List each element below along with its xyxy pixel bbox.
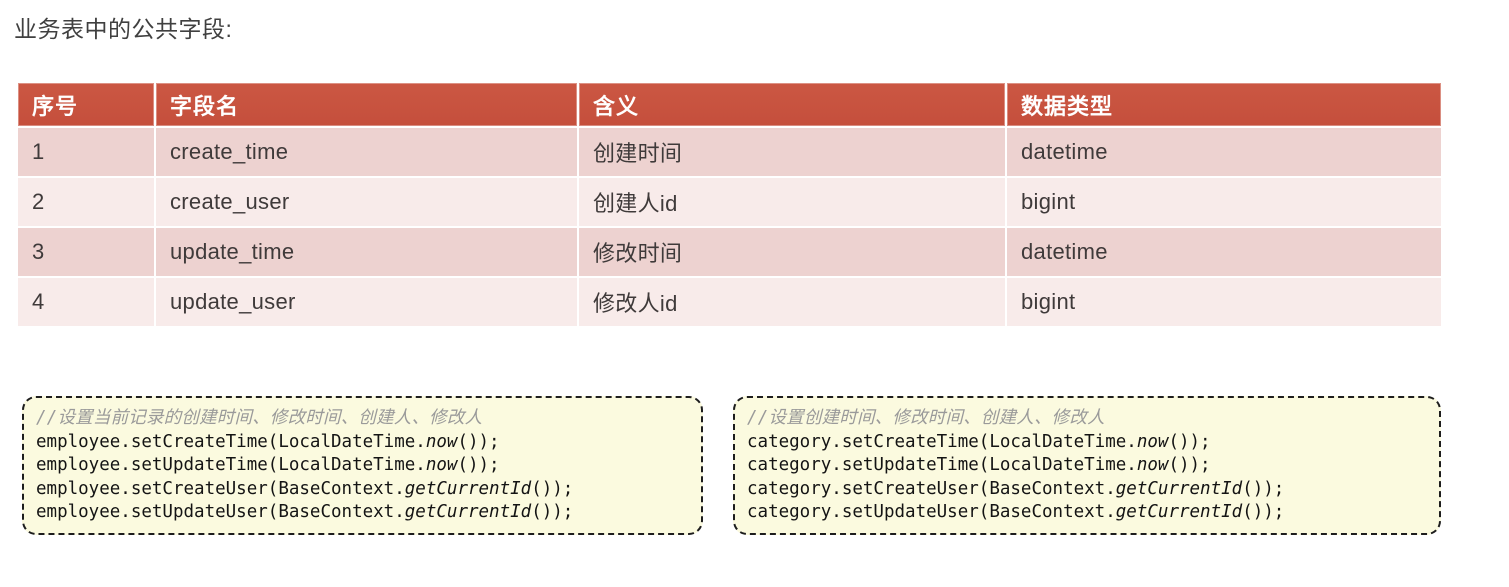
cell-field: update_time bbox=[156, 228, 577, 276]
code-text: ()); bbox=[1168, 431, 1211, 452]
column-header-field: 字段名 bbox=[156, 83, 577, 126]
cell-datatype: bigint bbox=[1007, 278, 1441, 326]
code-method-name: now bbox=[425, 431, 458, 452]
code-method-name: now bbox=[425, 455, 458, 475]
cell-seq: 3 bbox=[18, 228, 154, 276]
code-comment-line: //设置当前记录的创建时间、修改时间、创建人、修改人 bbox=[36, 408, 483, 428]
code-text: category.setUpdateTime(LocalDateTime. bbox=[747, 455, 1137, 475]
code-method-name: getCurrentId bbox=[1115, 478, 1243, 499]
cell-seq: 2 bbox=[18, 178, 154, 226]
code-comment-line: //设置创建时间、修改时间、创建人、修改人 bbox=[747, 408, 1105, 428]
code-text: ()); bbox=[457, 431, 500, 452]
code-line: category.setCreateUser(BaseContext.getCu… bbox=[747, 478, 1439, 502]
code-method-name: getCurrentId bbox=[404, 502, 532, 522]
code-text: ()); bbox=[531, 478, 574, 499]
code-text: employee.setCreateTime(LocalDateTime. bbox=[36, 431, 426, 452]
code-text: category.setCreateTime(LocalDateTime. bbox=[747, 431, 1137, 452]
code-line: employee.setCreateUser(BaseContext.getCu… bbox=[36, 478, 701, 502]
code-text: employee.setCreateUser(BaseContext. bbox=[36, 478, 405, 499]
code-line: category.setUpdateTime(LocalDateTime.now… bbox=[747, 454, 1439, 478]
cell-field: create_user bbox=[156, 178, 577, 226]
column-header-meaning: 含义 bbox=[579, 83, 1005, 126]
code-text: employee.setUpdateUser(BaseContext. bbox=[36, 502, 405, 522]
code-snippet-category: //设置创建时间、修改时间、创建人、修改人 category.setCreate… bbox=[733, 396, 1441, 535]
code-line: category.setCreateTime(LocalDateTime.now… bbox=[747, 431, 1439, 455]
cell-datatype: datetime bbox=[1007, 228, 1441, 276]
table-header-row: 序号 字段名 含义 数据类型 bbox=[18, 83, 1441, 126]
table-header: 序号 字段名 含义 数据类型 bbox=[18, 83, 1441, 126]
code-line: employee.setUpdateTime(LocalDateTime.now… bbox=[36, 454, 701, 478]
code-method-name: getCurrentId bbox=[404, 478, 532, 499]
code-snippet-employee: //设置当前记录的创建时间、修改时间、创建人、修改人 employee.setC… bbox=[22, 396, 703, 535]
table-body: 1 create_time 创建时间 datetime 2 create_use… bbox=[18, 128, 1441, 326]
cell-datatype: bigint bbox=[1007, 178, 1441, 226]
code-text: category.setCreateUser(BaseContext. bbox=[747, 478, 1116, 499]
code-method-name: now bbox=[1136, 431, 1169, 452]
cell-meaning: 创建时间 bbox=[579, 128, 1005, 176]
column-header-seq: 序号 bbox=[18, 83, 154, 126]
table-row: 2 create_user 创建人id bigint bbox=[18, 178, 1441, 226]
cell-field: create_time bbox=[156, 128, 577, 176]
code-method-name: now bbox=[1136, 455, 1169, 475]
code-text: category.setUpdateUser(BaseContext. bbox=[747, 502, 1116, 522]
code-text: ()); bbox=[1242, 478, 1285, 499]
cell-field: update_user bbox=[156, 278, 577, 326]
code-text: ()); bbox=[457, 455, 500, 475]
cell-datatype: datetime bbox=[1007, 128, 1441, 176]
code-text: ()); bbox=[1242, 502, 1285, 522]
cell-seq: 4 bbox=[18, 278, 154, 326]
code-method-name: getCurrentId bbox=[1115, 502, 1243, 522]
code-text: ()); bbox=[1168, 455, 1211, 475]
code-line: category.setUpdateUser(BaseContext.getCu… bbox=[747, 501, 1439, 525]
code-text: employee.setUpdateTime(LocalDateTime. bbox=[36, 455, 426, 475]
code-text: ()); bbox=[531, 502, 574, 522]
code-line: employee.setUpdateUser(BaseContext.getCu… bbox=[36, 501, 701, 525]
page-title: 业务表中的公共字段: bbox=[14, 16, 233, 42]
code-line: employee.setCreateTime(LocalDateTime.now… bbox=[36, 431, 701, 455]
table-row: 4 update_user 修改人id bigint bbox=[18, 278, 1441, 326]
cell-meaning: 修改时间 bbox=[579, 228, 1005, 276]
column-header-datatype: 数据类型 bbox=[1007, 83, 1441, 126]
cell-meaning: 创建人id bbox=[579, 178, 1005, 226]
common-fields-table: 序号 字段名 含义 数据类型 1 create_time 创建时间 dateti… bbox=[16, 81, 1443, 328]
cell-seq: 1 bbox=[18, 128, 154, 176]
cell-meaning: 修改人id bbox=[579, 278, 1005, 326]
table-row: 1 create_time 创建时间 datetime bbox=[18, 128, 1441, 176]
table-row: 3 update_time 修改时间 datetime bbox=[18, 228, 1441, 276]
